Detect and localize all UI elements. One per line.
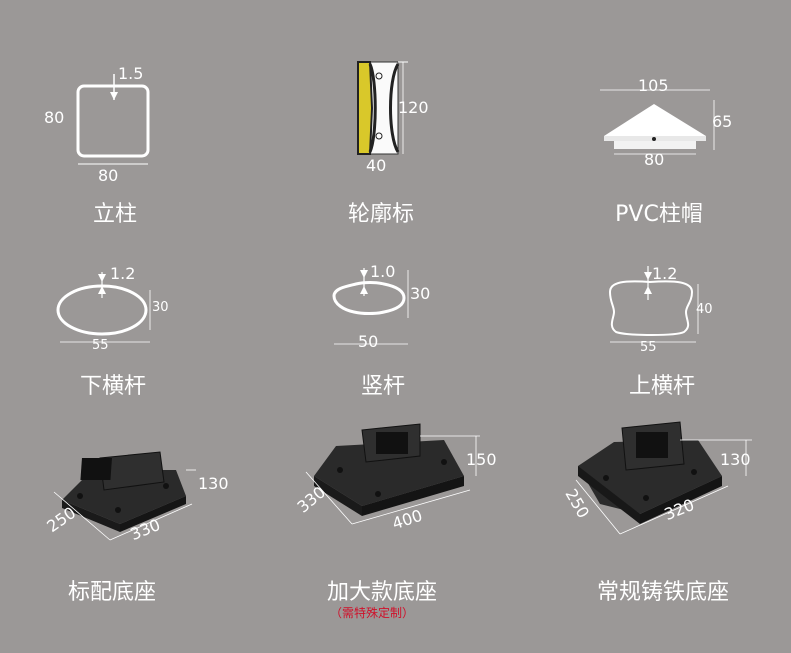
pvc-cap-caption: PVC柱帽 <box>615 202 703 227</box>
upper-bar-height-label: 40 <box>696 302 713 317</box>
pvc-cap-bottom-label: 80 <box>644 150 665 169</box>
reflector-caption: 轮廓标 <box>347 202 414 227</box>
standard-base-height-label: 130 <box>198 474 229 493</box>
post-wall-label: 1.5 <box>118 64 144 83</box>
vertical-bar-height-label: 30 <box>410 284 431 303</box>
upper-bar-wall-label: 1.2 <box>652 264 678 283</box>
post-height-label: 80 <box>44 108 65 127</box>
pvc-cap-top-label: 105 <box>638 76 669 95</box>
lower-bar-caption: 下横杆 <box>79 374 146 399</box>
lower-bar-width-label: 55 <box>92 338 109 353</box>
vertical-bar-caption: 竖杆 <box>360 374 405 399</box>
upper-bar-caption: 上横杆 <box>628 374 695 399</box>
iron-base-height-label: 130 <box>720 450 751 469</box>
upper-bar-width-label: 55 <box>640 340 657 355</box>
standard-base-caption: 标配底座 <box>67 580 156 605</box>
large-base-note: （需特殊定制） <box>330 606 415 620</box>
vertical-bar-wall-label: 1.0 <box>370 262 396 281</box>
large-base-caption: 加大款底座 <box>326 580 437 605</box>
post-width-label: 80 <box>98 166 119 185</box>
reflector-height-label: 120 <box>398 98 429 117</box>
lower-bar-wall-label: 1.2 <box>110 264 136 283</box>
reflector-width-label: 40 <box>366 156 387 175</box>
large-base-height-label: 150 <box>466 450 497 469</box>
lower-bar-height-label: 30 <box>152 300 169 315</box>
post-caption: 立柱 <box>92 202 137 227</box>
pvc-cap-height-label: 65 <box>712 112 733 131</box>
vertical-bar-width-label: 50 <box>358 332 379 351</box>
iron-base-caption: 常规铸铁底座 <box>596 580 729 605</box>
